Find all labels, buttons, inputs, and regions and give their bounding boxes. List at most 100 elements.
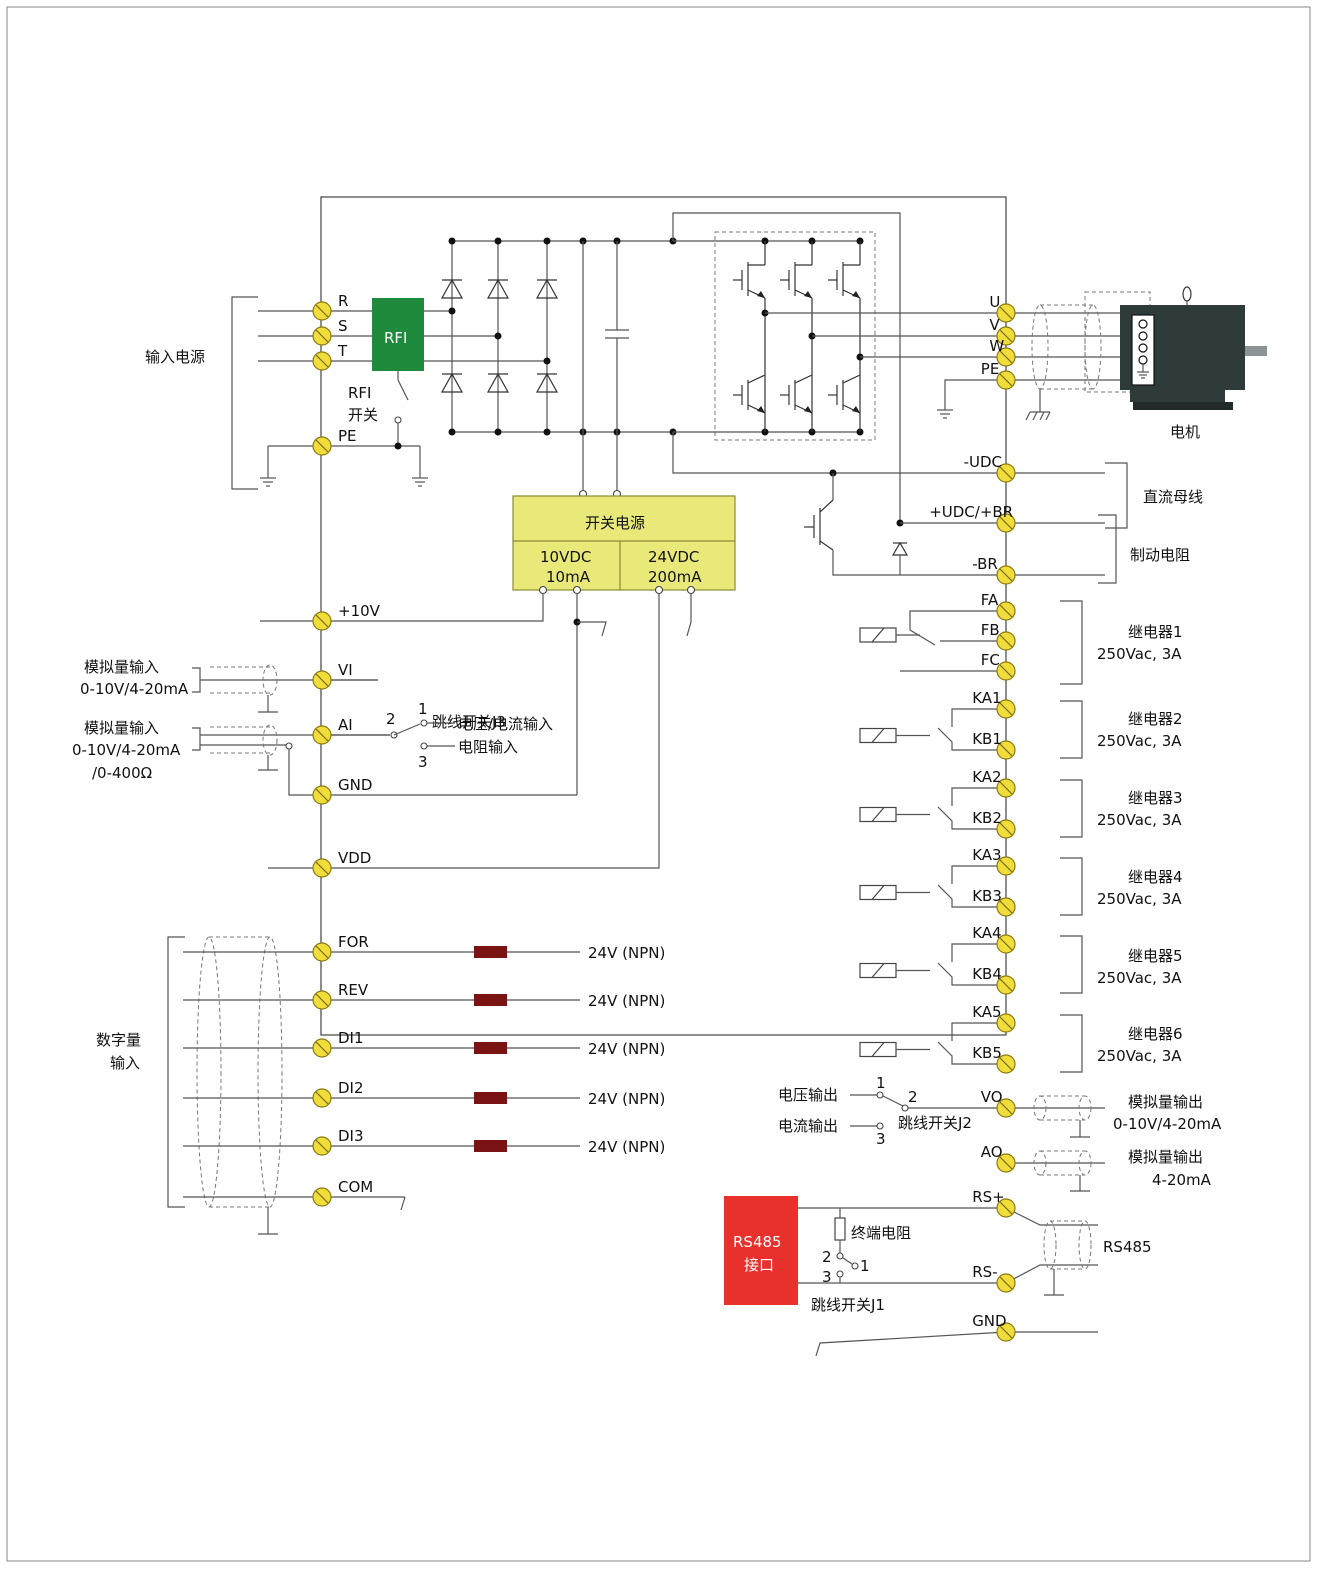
rfi-switch-label-1: RFI	[348, 384, 371, 402]
psu-box	[512, 495, 736, 591]
terminal-left-for[interactable]: FOR	[312, 933, 369, 962]
terminal-right-mudc[interactable]: -UDC	[964, 453, 1016, 483]
npn-label-di3: 24V (NPN)	[588, 1138, 665, 1156]
terminal-left-vdd[interactable]: VDD	[312, 849, 371, 878]
terminal-right-fc[interactable]: FC	[981, 651, 1016, 681]
page-frame	[6, 6, 1311, 1562]
j2-n2: 2	[908, 1088, 918, 1106]
terminal-label-right-ka2: KA2	[972, 768, 1001, 786]
relay-rating-2: 250Vac, 3A	[1097, 732, 1182, 750]
terminal-label-right-fc: FC	[981, 651, 1000, 669]
digital-label-2: 输入	[110, 1054, 140, 1072]
terminal-label-left-com: COM	[338, 1178, 373, 1196]
rfi-filter	[372, 298, 424, 371]
terminal-right-ka2[interactable]: KA2	[972, 768, 1016, 798]
j3-voltage: 电压/电流输入	[458, 715, 553, 733]
terminal-left-vi[interactable]: VI	[312, 661, 353, 690]
psu-10v-1: 10VDC	[540, 548, 591, 566]
terminal-left-r[interactable]: R	[312, 292, 348, 321]
terminal-right-kb5[interactable]: KB5	[972, 1044, 1016, 1074]
terminal-right-ka1[interactable]: KA1	[972, 689, 1016, 719]
terminal-label-right-ao: AO	[981, 1143, 1003, 1161]
terminal-label-right-gnd: GND	[972, 1312, 1006, 1330]
terminal-right-rsm[interactable]: RS-	[972, 1263, 1016, 1293]
terminal-right-ka4[interactable]: KA4	[972, 924, 1016, 954]
rfi-switch-label-2: 开关	[348, 406, 378, 424]
terminal-label-left-vi: VI	[338, 661, 353, 679]
motor-section: 电机	[937, 286, 1267, 441]
analog-output-section: 模拟量输出 0-10V/4-20mA 模拟量输出 4-20mA 电压输出 电流输…	[778, 1074, 1222, 1192]
terminal-left-s[interactable]: S	[312, 317, 348, 346]
terminal-label-right-rsm: RS-	[972, 1263, 997, 1281]
terminal-right-v[interactable]: V	[989, 316, 1016, 346]
terminal-left-rev[interactable]: REV	[312, 981, 369, 1010]
terminal-label-right-rsp: RS+	[972, 1188, 1005, 1206]
terminal-label-left-p10v: +10V	[338, 602, 381, 620]
relay-label-1: 继电器1	[1128, 623, 1183, 641]
npn-label-di1: 24V (NPN)	[588, 1040, 665, 1058]
analog-input-section: 模拟量输入 0-10V/4-20mA 模拟量输入 0-10V/4-20mA /0…	[72, 658, 577, 796]
terminal-right-kb4[interactable]: KB4	[972, 965, 1016, 995]
terminal-label-right-mbr: -BR	[972, 555, 998, 573]
terminal-left-ai[interactable]: AI	[312, 716, 353, 745]
j2-label: 跳线开关J2	[898, 1114, 972, 1132]
left-wires	[322, 679, 390, 736]
rectifier-section	[440, 237, 677, 499]
terminal-left-di1[interactable]: DI1	[312, 1029, 364, 1058]
terminal-right-kb1[interactable]: KB1	[972, 730, 1016, 760]
terminal-right-kb3[interactable]: KB3	[972, 887, 1016, 917]
rs485-label: RS485	[1103, 1238, 1152, 1256]
j1-n2: 2	[822, 1248, 832, 1266]
terminal-right-kb2[interactable]: KB2	[972, 809, 1016, 839]
terminal-left-p10v[interactable]: +10V	[312, 602, 381, 631]
terminal-label-left-t: T	[337, 342, 348, 360]
terminal-label-right-kb5: KB5	[972, 1044, 1002, 1062]
terminal-right-fa[interactable]: FA	[981, 591, 1016, 621]
terminal-right-ao[interactable]: AO	[981, 1143, 1016, 1173]
terminal-right-u[interactable]: U	[989, 293, 1016, 323]
rs485-section: RS485 接口 终端电阻 2 1 3 跳线开关J1 RS485	[724, 1196, 1152, 1357]
psu-24v-2: 200mA	[648, 568, 702, 586]
terminal-right-pe[interactable]: PE	[981, 360, 1016, 390]
npn-label-rev: 24V (NPN)	[588, 992, 665, 1010]
j1-n1: 1	[860, 1257, 870, 1275]
terminal-right-w[interactable]: W	[989, 337, 1016, 367]
terminal-label-left-for: FOR	[338, 933, 369, 951]
terminal-right-pudc[interactable]: +UDC/+BR	[929, 503, 1016, 533]
terminal-left-di3[interactable]: DI3	[312, 1127, 364, 1156]
terminal-label-left-r: R	[338, 292, 348, 310]
j3-n1: 1	[418, 700, 428, 718]
terminal-label-right-ka1: KA1	[972, 689, 1001, 707]
terminal-left-com[interactable]: COM	[312, 1178, 373, 1207]
terminal-label-right-kb1: KB1	[972, 730, 1002, 748]
brake-res-label: 制动电阻	[1130, 546, 1190, 564]
terminal-left-gnd[interactable]: GND	[312, 776, 372, 805]
terminal-right-gnd[interactable]: GND	[972, 1312, 1016, 1342]
ao1-label-1: 模拟量输出	[1128, 1093, 1203, 1111]
dc-bus-label: 直流母线	[1143, 488, 1203, 506]
inverter-section	[672, 212, 1006, 525]
i-out-label: 电流输出	[778, 1117, 838, 1135]
terminal-right-fb[interactable]: FB	[981, 621, 1016, 651]
terminal-right-ka5[interactable]: KA5	[972, 1003, 1016, 1033]
relay-label-2: 继电器2	[1128, 710, 1183, 728]
j3-n2: 2	[386, 710, 396, 728]
psu-title: 开关电源	[585, 514, 645, 532]
npn-resistor-for	[474, 946, 507, 958]
terminal-left-t[interactable]: T	[312, 342, 348, 371]
terminal-left-di2[interactable]: DI2	[312, 1079, 364, 1108]
terminal-left-pe[interactable]: PE	[312, 427, 357, 456]
digital-input-section: 数字量 输入 24V (NPN) 24V (NPN) 24V (NPN) 24V…	[96, 936, 665, 1235]
terminal-label-right-ka5: KA5	[972, 1003, 1001, 1021]
motor-label: 电机	[1170, 423, 1200, 441]
terminal-right-vo[interactable]: VO	[981, 1088, 1016, 1118]
terminal-right-mbr[interactable]: -BR	[972, 555, 1016, 585]
psu-10v-2: 10mA	[546, 568, 591, 586]
terminal-label-left-di1: DI1	[338, 1029, 364, 1047]
terminal-label-right-pudc: +UDC/+BR	[929, 503, 1013, 521]
terminal-right-rsp[interactable]: RS+	[972, 1188, 1016, 1218]
v-out-label: 电压输出	[778, 1086, 838, 1104]
rs485-box	[724, 1196, 798, 1305]
terminal-right-ka3[interactable]: KA3	[972, 846, 1016, 876]
